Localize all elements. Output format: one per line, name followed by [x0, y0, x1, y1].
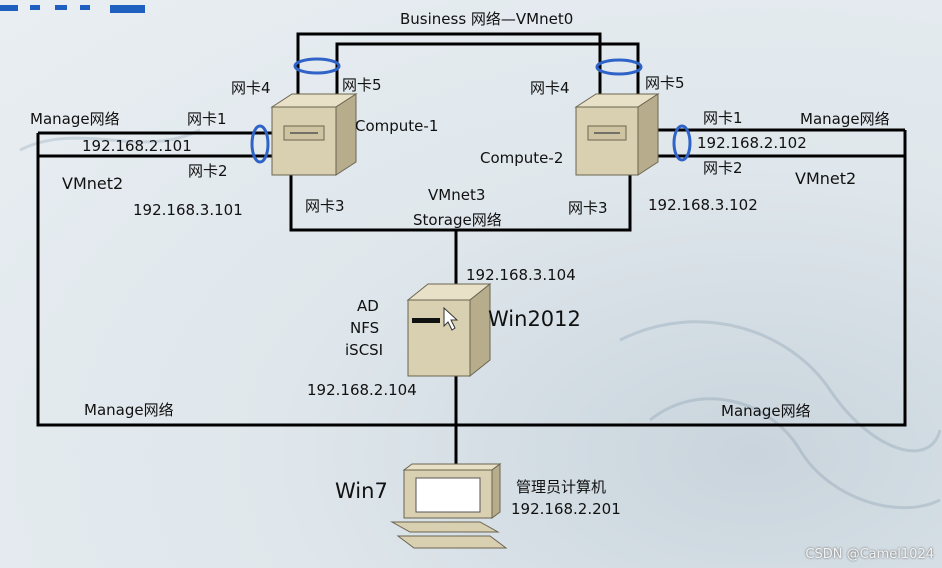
- client-ip: 192.168.2.201: [511, 500, 621, 518]
- compute2-nic3-label: 网卡3: [568, 199, 608, 217]
- bond-ring-top-right: [595, 58, 643, 76]
- compute2-nic4-label: 网卡4: [530, 79, 570, 97]
- compute1-nic3-label: 网卡3: [305, 197, 345, 215]
- storage-vmnet-label: VMnet3: [428, 186, 486, 204]
- compute2-nic5-label: 网卡5: [645, 74, 685, 92]
- win2012-server-icon: [406, 282, 492, 378]
- client-role: 管理员计算机: [516, 478, 607, 496]
- manage-network-left-label: Manage网络: [30, 110, 120, 128]
- server-role-iscsi: iSCSI: [345, 341, 384, 359]
- compute1-nic2-label: 网卡2: [188, 162, 228, 180]
- manage-network-bottom-left-label: Manage网络: [84, 401, 174, 419]
- business-network-label: Business 网络—VMnet0: [400, 10, 574, 28]
- vmnet2-right-label: VMnet2: [795, 169, 857, 188]
- bond-ring-right: [672, 124, 692, 162]
- background-decoration: [19, 128, 942, 510]
- bond-ring-left: [250, 124, 270, 164]
- server-role-ad: AD: [357, 297, 379, 315]
- storage-link: [289, 173, 632, 232]
- compute1-manage-ip: 192.168.2.101: [82, 137, 192, 155]
- server-role-nfs: NFS: [350, 319, 380, 337]
- watermark: CSDN @Camel1024: [805, 547, 934, 562]
- compute-1-server-icon: [270, 93, 358, 176]
- vmnet2-left-label: VMnet2: [62, 174, 124, 193]
- compute1-name: Compute-1: [355, 117, 439, 135]
- win7-pc-icon: [390, 463, 508, 549]
- title-fragment: [0, 0, 150, 13]
- compute1-storage-ip: 192.168.3.101: [133, 201, 243, 219]
- compute2-nic1-label: 网卡1: [703, 109, 743, 127]
- compute1-nic4-label: 网卡4: [231, 79, 271, 97]
- manage-loop: [36, 130, 907, 427]
- compute2-storage-ip: 192.168.3.102: [648, 196, 758, 214]
- nic-bond-rings: [250, 57, 692, 164]
- server-name: Win2012: [488, 307, 581, 331]
- client-name: Win7: [335, 479, 388, 503]
- manage-network-bottom-right-label: Manage网络: [721, 402, 811, 420]
- compute-2-server-icon: [574, 93, 660, 176]
- compute1-nic5-label: 网卡5: [342, 76, 382, 94]
- compute2-manage-ip: 192.168.2.102: [697, 134, 807, 152]
- bond-ring-top-left: [293, 57, 341, 75]
- compute2-name: Compute-2: [480, 149, 564, 167]
- compute2-nic2-label: 网卡2: [703, 159, 743, 177]
- business-link-2: [335, 42, 640, 96]
- storage-network-label: Storage网络: [413, 211, 502, 229]
- compute1-nic1-label: 网卡1: [187, 110, 227, 128]
- server-manage-ip: 192.168.2.104: [307, 381, 417, 399]
- manage-network-right-label: Manage网络: [800, 110, 890, 128]
- server-storage-ip: 192.168.3.104: [466, 266, 576, 284]
